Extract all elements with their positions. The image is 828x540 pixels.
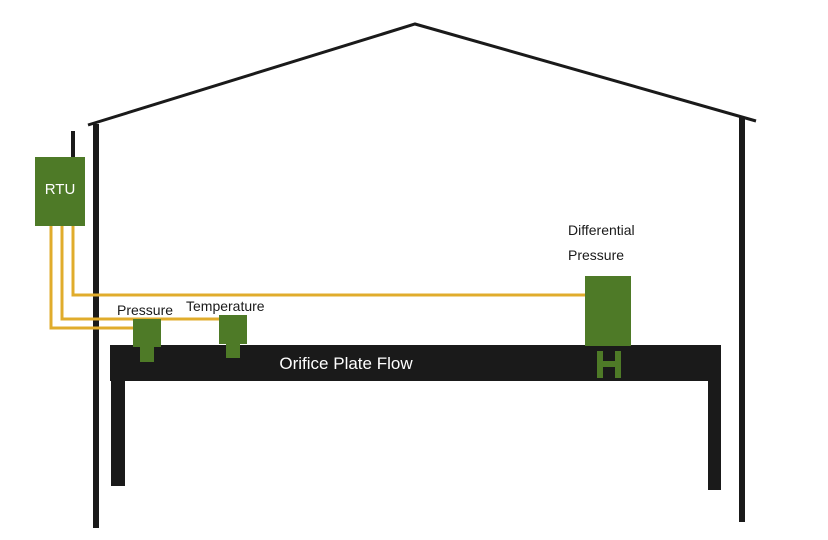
rtu-label: RTU — [45, 181, 76, 198]
temperature-sensor: Temperature — [186, 298, 265, 358]
rtu-antenna — [71, 131, 75, 160]
building-outline — [87, 22, 757, 528]
pipe-left-leg — [111, 376, 125, 486]
pipe-assembly: Orifice Plate Flow — [110, 345, 721, 490]
differential-sensor-body — [585, 276, 631, 346]
pipe-label: Orifice Plate Flow — [279, 354, 413, 373]
building-left-wall — [93, 124, 99, 528]
pressure-sensor-stem — [140, 345, 154, 362]
building-right-wall — [739, 117, 745, 522]
pressure-sensor-body — [133, 319, 161, 347]
pipe-right-leg — [708, 376, 721, 490]
differential-pressure-sensor: Differential Pressure — [568, 222, 635, 380]
rtu-unit: RTU — [35, 131, 85, 226]
orifice-fitting-right-tap — [615, 351, 621, 378]
orifice-fitting-bridge — [603, 361, 615, 367]
wire-differential-pressure — [71, 226, 585, 297]
building-roof — [87, 22, 757, 127]
temperature-sensor-body — [219, 315, 247, 344]
signal-wires — [49, 226, 585, 330]
orifice-fitting-left-tap — [597, 351, 603, 378]
orifice-pipe — [110, 345, 721, 381]
rtu-box — [35, 157, 85, 226]
temperature-label: Temperature — [186, 298, 265, 314]
wire-temperature — [60, 226, 219, 321]
temperature-sensor-stem — [226, 343, 240, 358]
differential-label-line2: Pressure — [568, 247, 624, 263]
pressure-sensor: Pressure — [117, 302, 173, 362]
wire-pressure — [49, 226, 133, 330]
differential-label-line1: Differential — [568, 222, 635, 238]
pressure-label: Pressure — [117, 302, 173, 318]
